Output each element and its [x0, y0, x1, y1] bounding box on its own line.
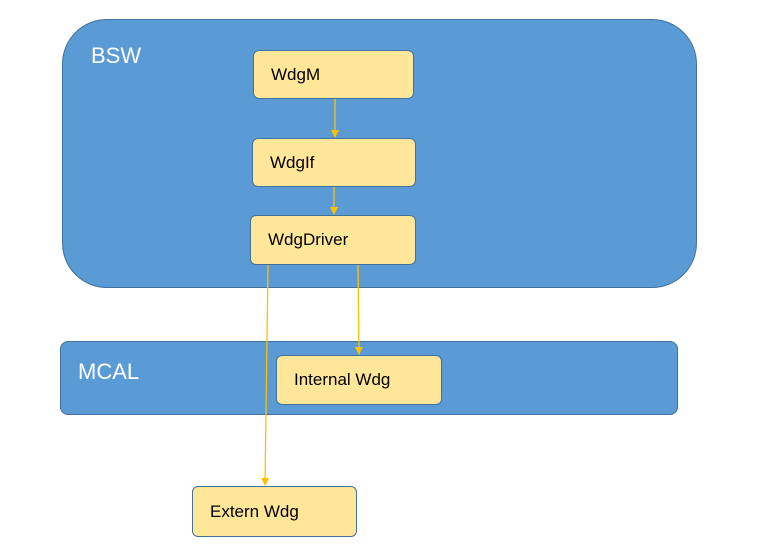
wdgif-module-label: WdgIf	[270, 152, 315, 172]
mcal-layer-label: MCAL	[78, 359, 140, 384]
extern-wdg-module-label: Extern Wdg	[210, 501, 299, 521]
wdgm-module: WdgM	[253, 50, 414, 99]
wdgdriver-module: WdgDriver	[250, 215, 416, 265]
wdgdriver-module-label: WdgDriver	[268, 230, 349, 249]
extern-wdg-module: Extern Wdg	[192, 486, 357, 537]
internal-wdg-module: Internal Wdg	[276, 355, 442, 405]
wdgif-module: WdgIf	[252, 138, 416, 187]
bsw-layer-label: BSW	[91, 43, 142, 68]
wdgm-module-label: WdgM	[271, 64, 321, 84]
internal-wdg-module-label: Internal Wdg	[294, 370, 391, 389]
